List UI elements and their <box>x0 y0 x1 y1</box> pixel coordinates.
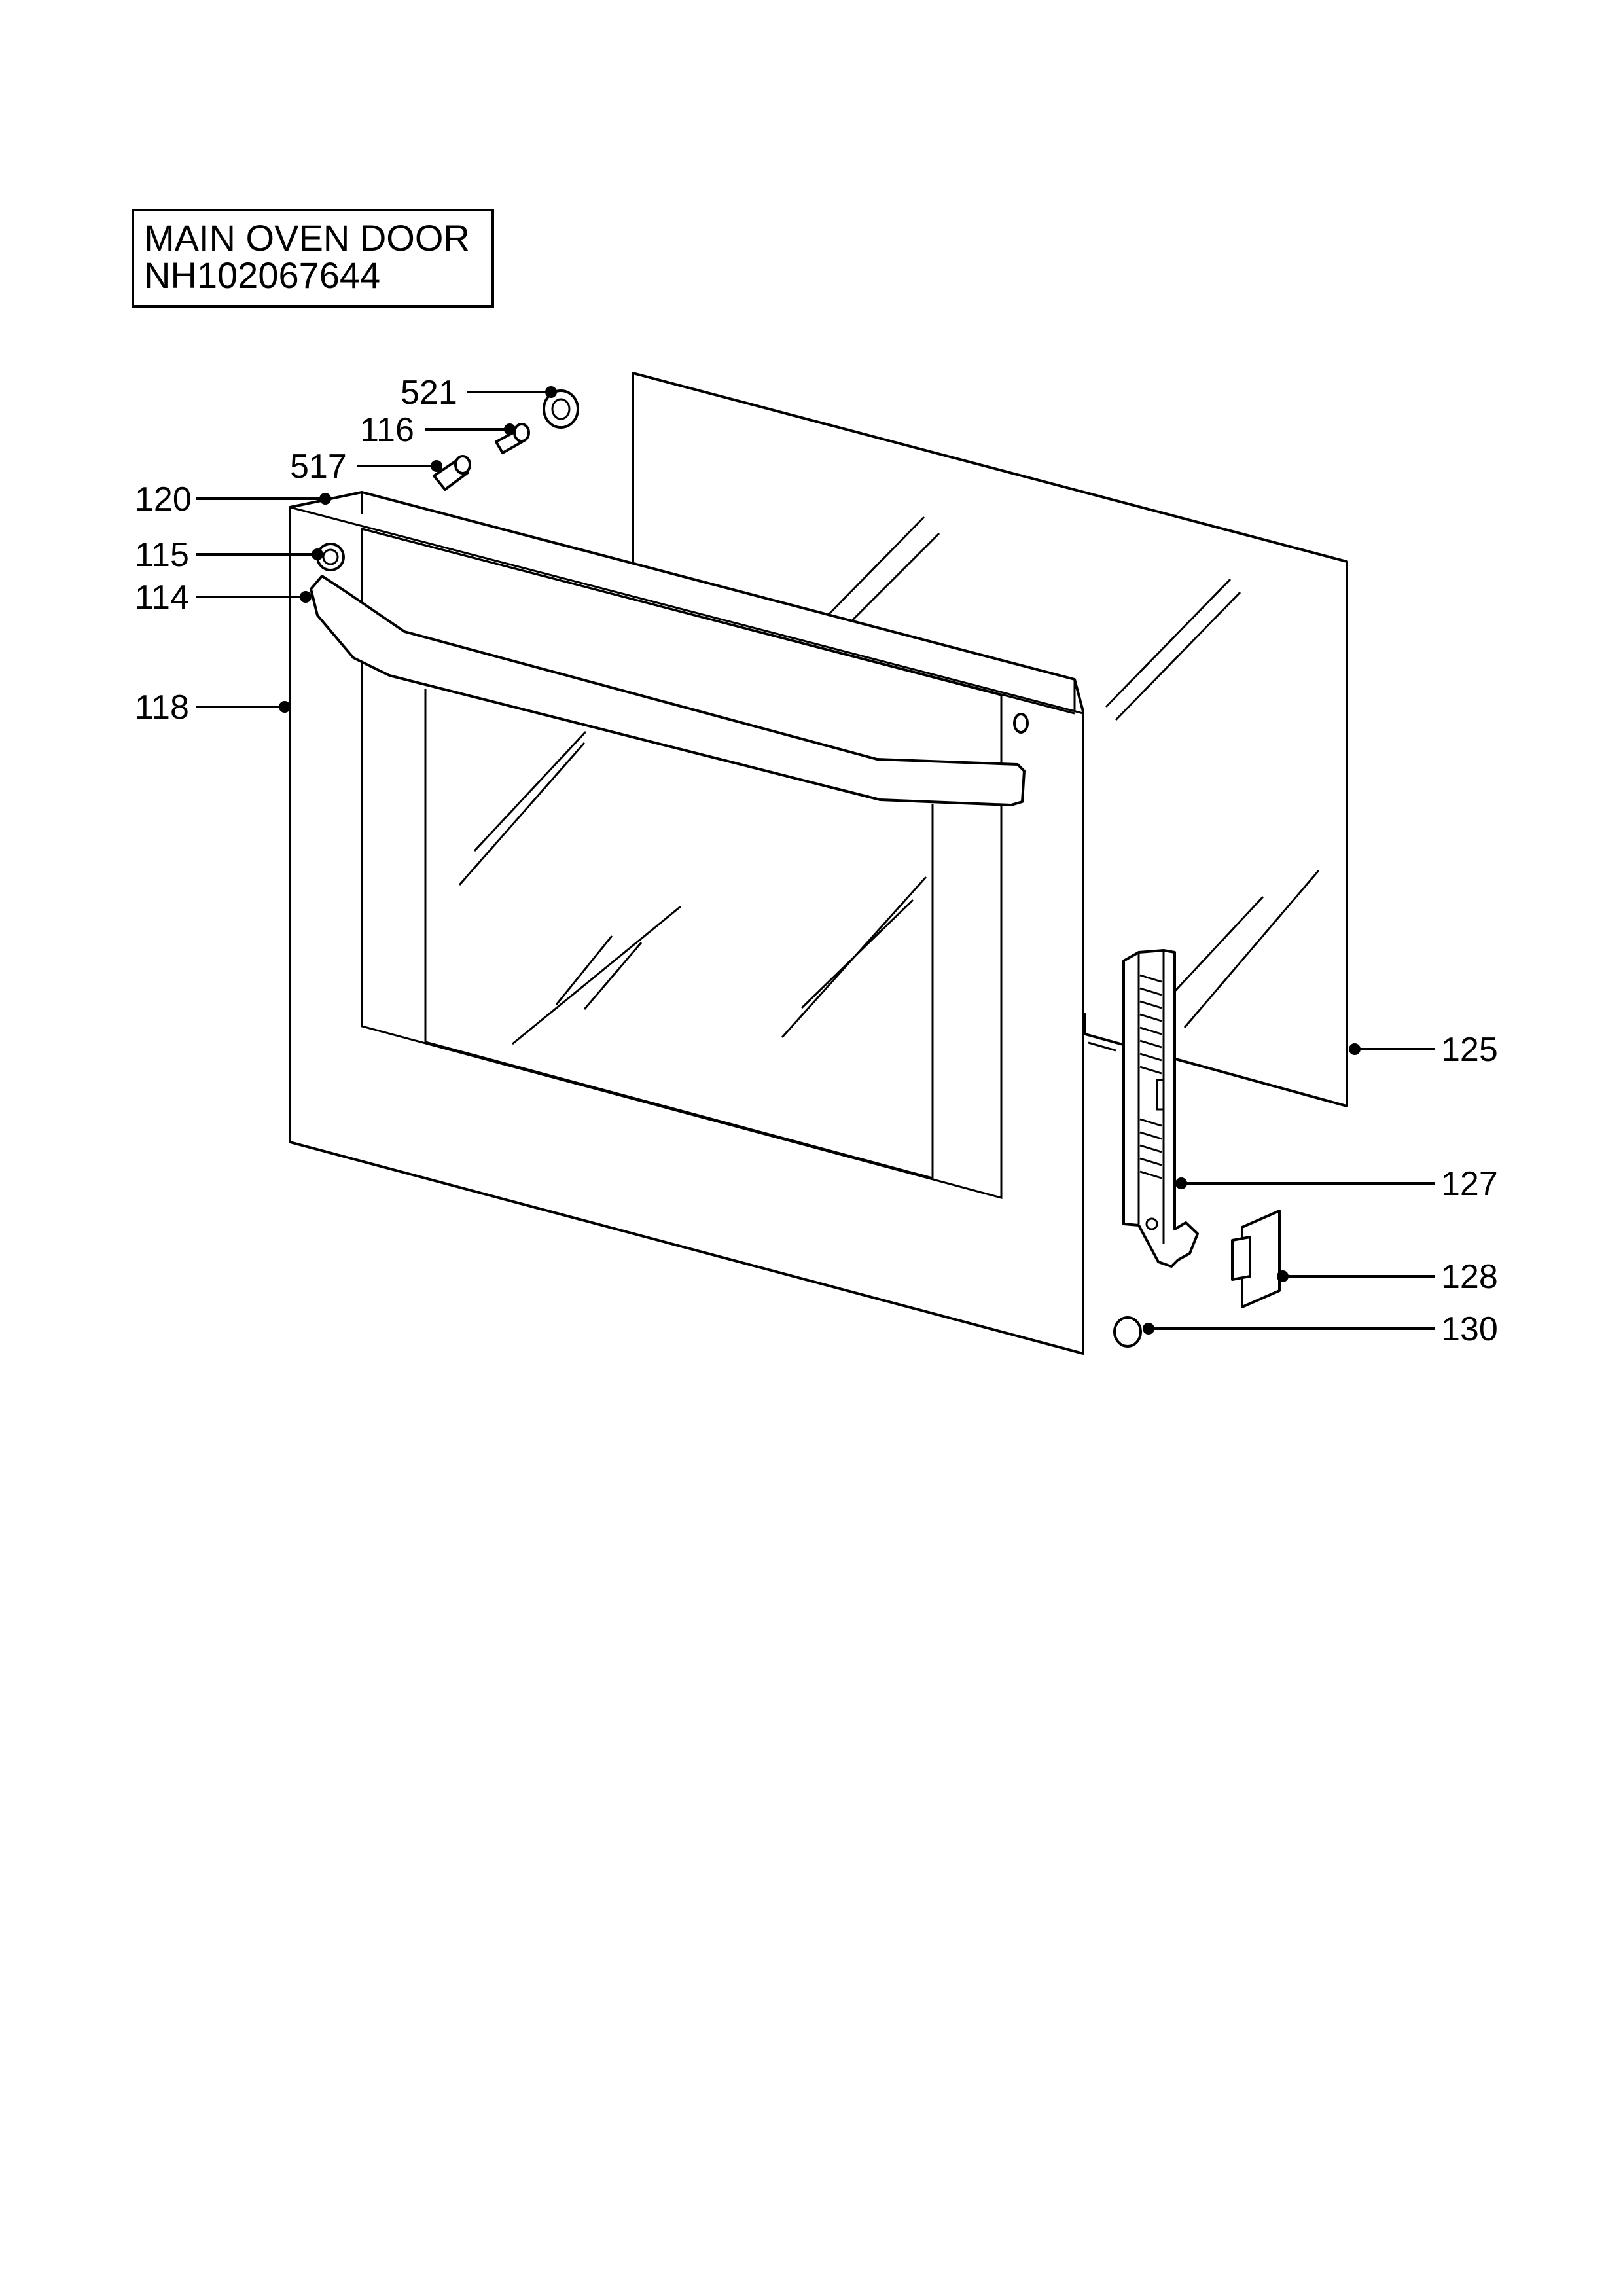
title-line-1: MAIN OVEN DOOR <box>144 217 470 259</box>
callout-128: 128 <box>1441 1258 1498 1296</box>
callout-114: 114 <box>135 579 189 617</box>
callout-115: 115 <box>135 536 189 574</box>
callout-labels: 521 116 517 120 115 114 118 125 127 128 … <box>135 374 1498 1348</box>
rubber-bumper <box>1113 1316 1142 1348</box>
callout-120: 120 <box>135 480 192 518</box>
leader-lines <box>196 386 1435 1335</box>
title-box: MAIN OVEN DOOR NH102067644 <box>132 209 494 308</box>
door-hinge <box>1122 949 1199 1268</box>
outer-door-frame <box>289 491 1084 1355</box>
pin-spacer <box>433 455 471 491</box>
callout-127: 127 <box>1441 1165 1498 1203</box>
screw <box>495 423 530 454</box>
callout-118: 118 <box>135 689 189 726</box>
callout-125: 125 <box>1441 1031 1498 1069</box>
callout-521: 521 <box>401 374 457 412</box>
hinge-bracket <box>1231 1210 1281 1308</box>
door-handle <box>310 575 1026 806</box>
title-line-2: NH102067644 <box>144 255 380 296</box>
callout-116: 116 <box>360 411 414 449</box>
callout-517: 517 <box>290 448 347 486</box>
callout-130: 130 <box>1441 1310 1498 1348</box>
bush-washer <box>543 389 579 429</box>
